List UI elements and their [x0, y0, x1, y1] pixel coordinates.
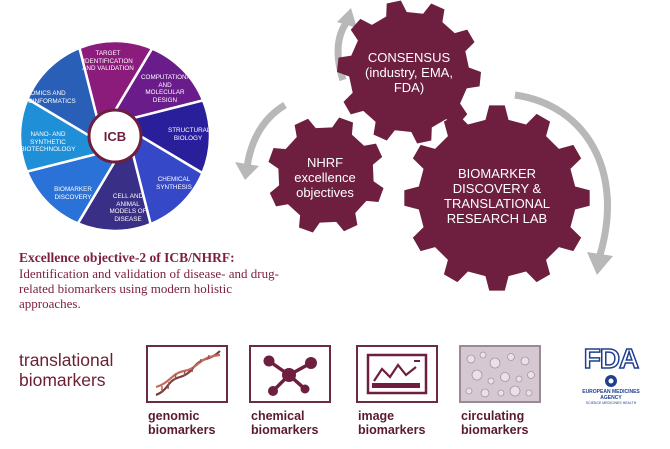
segment-label-biomarker-discovery: BIOMARKER DISCOVERY [54, 186, 92, 201]
image-image [356, 345, 438, 403]
circulating-image [459, 345, 541, 403]
ema-tagline: SCIENCE MEDICINES HEALTH [585, 401, 637, 405]
gear-shape [268, 117, 384, 233]
molecule-icon [263, 355, 317, 396]
gear-shape [404, 105, 590, 291]
icb-center-label: ICB [104, 129, 126, 144]
gear-shape [337, 0, 481, 144]
image-label: image biomarkers [358, 409, 426, 437]
ema-star-icon [605, 375, 617, 387]
gear-consensus [337, 0, 481, 144]
wheel-segment [25, 46, 99, 138]
fda-logo: FDA [583, 343, 640, 374]
cycle-arrow-left [243, 101, 287, 169]
gear-nhrf-label: NHRF excellence objectives [294, 155, 356, 200]
blood-cells-icon [461, 347, 539, 401]
gear-nhrf [268, 117, 384, 233]
objective-title: Excellence objective-2 of ICB/NHRF: [19, 250, 235, 265]
genomic-image [146, 345, 228, 403]
cycle-arrow-right [514, 91, 611, 256]
genomic-label: genomic biomarkers [148, 409, 216, 437]
segment-label-computational: COMPUTATIONAL AND MOLECULAR DESIGN [141, 74, 195, 104]
segment-label-nano: NANO- AND SYNTHETIC BIOTECHNOLOGY [20, 131, 76, 154]
translational-label: translational biomarkers [19, 350, 129, 390]
ema-agency: EUROPEAN MEDICINES AGENCY [582, 389, 640, 401]
gear-consensus-label: CONSENSUS (industry, EMA, FDA) [365, 50, 453, 95]
segment-label-cell-animal: CELL AND ANIMAL MODELS OF DISEASE [109, 193, 147, 223]
chemical-image [249, 345, 331, 403]
gear-lab-label: BIOMARKER DISCOVERY & TRANSLATIONAL RESE… [444, 166, 550, 226]
gear-lab [404, 105, 590, 291]
imaging-icon [366, 353, 428, 395]
segment-label-structural: STRUCTURAL BIOLOGY [168, 127, 211, 142]
segment-label-target: TARGET IDENTIFICATION AND VALIDATION [82, 50, 134, 73]
translational-text: translational biomarkers [19, 350, 114, 390]
segment-label-chemical: CHEMICAL SYNTHESIS [156, 176, 192, 191]
cycle-arrow-right-head [587, 252, 613, 275]
fda-ema-logo: FDA EUROPEAN MEDICINES AGENCY SCIENCE ME… [575, 343, 647, 405]
circulating-label: circulating biomarkers [461, 409, 529, 437]
objective-body: Identification and validation of disease… [19, 266, 279, 311]
cycle-arrow-top-head [337, 8, 357, 28]
chemical-label: chemical biomarkers [251, 409, 319, 437]
cycle-arrow-top [334, 19, 350, 82]
gears-diagram [235, 0, 613, 291]
dna-icon [155, 350, 221, 397]
segment-label-omics: OMICS AND BIOINFORMATICS [22, 90, 76, 105]
icb-wheel: ICB [18, 39, 212, 233]
cycle-arrow-left-head [235, 162, 259, 180]
